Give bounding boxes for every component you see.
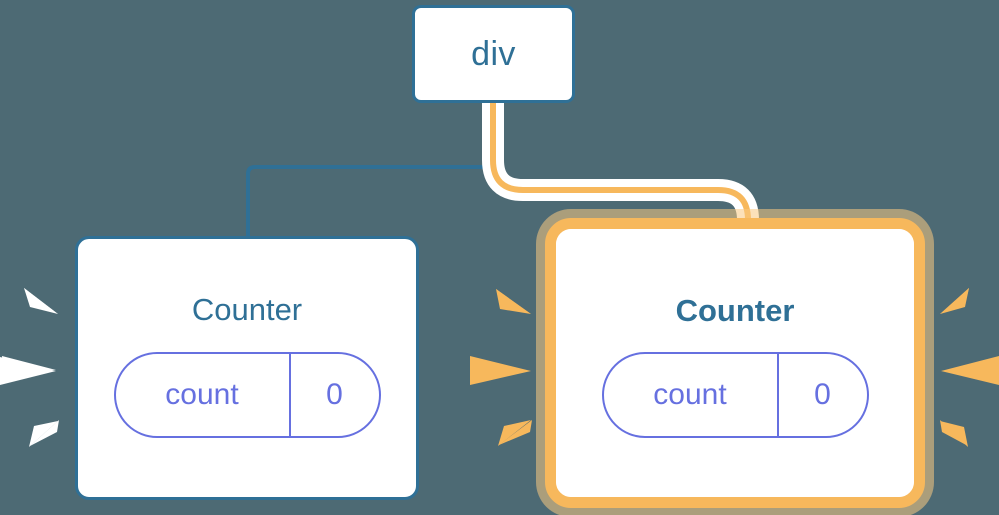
burst-ray xyxy=(498,420,531,446)
update-burst-left xyxy=(0,288,59,447)
burst-ray xyxy=(470,356,531,385)
node-div[interactable]: div xyxy=(412,5,575,103)
edge-div-to-counter-right xyxy=(490,103,751,240)
state-pill-value: 0 xyxy=(326,378,343,411)
state-pill-left: count 0 xyxy=(113,352,381,438)
burst-ray xyxy=(30,420,59,446)
update-burst-right-outer xyxy=(940,288,999,447)
node-counter-right[interactable]: Counter count 0 xyxy=(545,218,925,508)
burst-ray xyxy=(940,288,969,314)
update-burst-right-inner xyxy=(470,289,532,446)
node-counter-left[interactable]: Counter count 0 xyxy=(75,236,419,500)
node-div-label: div xyxy=(471,35,516,73)
state-pill-right: count 0 xyxy=(601,352,869,438)
burst-ray xyxy=(499,420,532,445)
burst-ray xyxy=(941,356,999,385)
burst-ray xyxy=(940,420,968,446)
node-counter-left-label: Counter xyxy=(191,292,303,327)
burst-ray xyxy=(2,356,56,370)
state-pill-key: count xyxy=(116,354,291,436)
burst-ray xyxy=(24,288,58,314)
node-counter-right-label: Counter xyxy=(675,293,795,328)
state-pill-key: count xyxy=(604,354,779,436)
node-counter-right-body: Counter count 0 xyxy=(556,229,914,497)
state-pill-value: 0 xyxy=(814,378,831,411)
burst-ray xyxy=(496,289,531,314)
